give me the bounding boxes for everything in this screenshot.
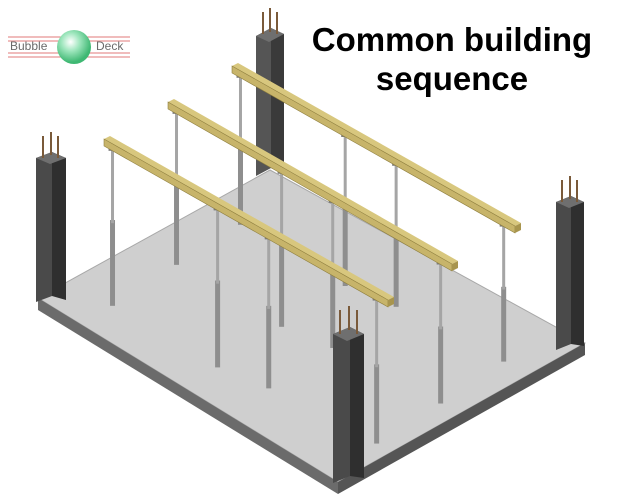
column-right — [556, 176, 584, 350]
logo-graphic — [8, 30, 130, 64]
slab-front-edge — [38, 298, 338, 494]
beam-middle — [167, 99, 458, 272]
bubbledeck-logo: Bubble Deck — [8, 28, 130, 66]
beam-front — [103, 136, 394, 308]
logo-text-left: Bubble — [10, 39, 48, 53]
beam-back — [231, 63, 521, 234]
bubble-sphere-icon — [57, 30, 91, 64]
title-line-2: sequence — [375, 60, 529, 97]
slab-right-edge — [338, 343, 585, 494]
title-line-1: Common building — [311, 21, 593, 58]
logo-text-right: Deck — [96, 39, 124, 53]
beams — [103, 63, 521, 308]
column-left — [36, 132, 66, 302]
column-front — [333, 306, 364, 483]
column-back — [256, 8, 284, 176]
diagram-title: Common building sequence — [292, 20, 612, 98]
